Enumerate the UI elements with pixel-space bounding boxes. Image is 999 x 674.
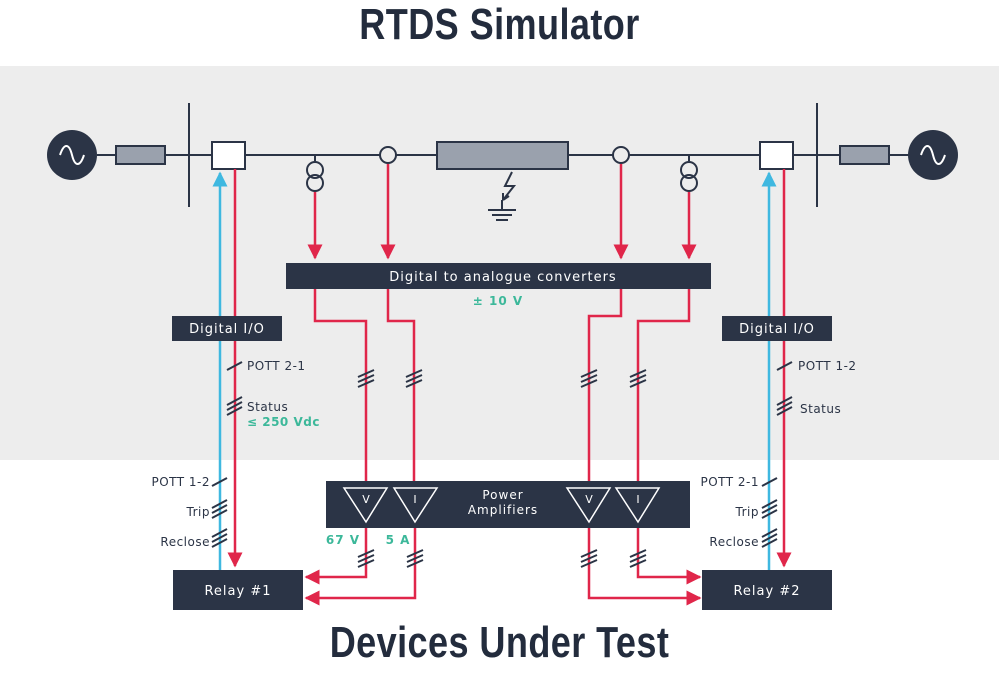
voltage-transformer-left-icon xyxy=(306,155,324,192)
breaker-right xyxy=(759,141,794,170)
voltage-transformer-right-icon xyxy=(680,155,698,192)
source-left-icon xyxy=(47,130,97,180)
digital-io-right-label: Digital I/O xyxy=(739,322,815,337)
relay2-reclose-label: Reclose xyxy=(709,535,759,549)
amp-v-left-label: V xyxy=(362,493,370,506)
line-model-block xyxy=(436,141,569,170)
amp-v-left-icon xyxy=(342,487,389,524)
amp-v-right-label: V xyxy=(585,493,593,506)
relay1-reclose-label: Reclose xyxy=(160,535,210,549)
amp-i-left-icon xyxy=(392,487,439,524)
relay-2-block xyxy=(702,570,832,610)
relay-2-label: Relay #2 xyxy=(733,584,800,599)
relay1-trip-label: Trip xyxy=(186,505,210,519)
amp-current-rating: 5 A xyxy=(386,533,411,547)
source-right-icon xyxy=(908,130,958,180)
relay2-pott-label: POTT 2-1 xyxy=(700,475,759,489)
dac-label: Digital to analogue converters xyxy=(389,270,616,285)
dac-range-label: ± 10 V xyxy=(473,294,523,308)
source-impedance-right xyxy=(839,145,890,165)
page-title: RTDS Simulator xyxy=(359,0,640,49)
left-status-label: Status xyxy=(247,400,288,414)
amp-voltage-rating: 67 V xyxy=(326,533,360,547)
amp-i-right-icon xyxy=(614,487,661,524)
right-pott-1-2-label: POTT 1-2 xyxy=(798,359,857,373)
current-transformer-right-icon xyxy=(612,146,630,164)
relay2-trip-label: Trip xyxy=(735,505,759,519)
devices-under-test-title: Devices Under Test xyxy=(329,618,670,667)
digital-io-left-label: Digital I/O xyxy=(189,322,265,337)
current-transformer-left-icon xyxy=(379,146,397,164)
amp-i-left-label: I xyxy=(413,493,416,506)
breaker-left xyxy=(211,141,246,170)
right-status-label: Status xyxy=(800,402,841,416)
digital-io-left-block xyxy=(172,316,282,341)
source-impedance-left xyxy=(115,145,166,165)
left-status-voltage: ≤ 250 Vdc xyxy=(247,415,320,429)
relay-1-label: Relay #1 xyxy=(204,584,271,599)
left-pott-2-1-label: POTT 2-1 xyxy=(247,359,306,373)
amp-label-line2: Amplifiers xyxy=(468,503,538,517)
dac-block xyxy=(286,263,711,289)
relay-1-block xyxy=(173,570,303,610)
relay1-pott-label: POTT 1-2 xyxy=(151,475,210,489)
digital-io-right-block xyxy=(722,316,832,341)
fault-ground-icon xyxy=(488,171,517,221)
amp-label-line1: Power xyxy=(482,488,523,502)
amp-v-right-icon xyxy=(565,487,612,524)
amp-i-right-label: I xyxy=(636,493,639,506)
